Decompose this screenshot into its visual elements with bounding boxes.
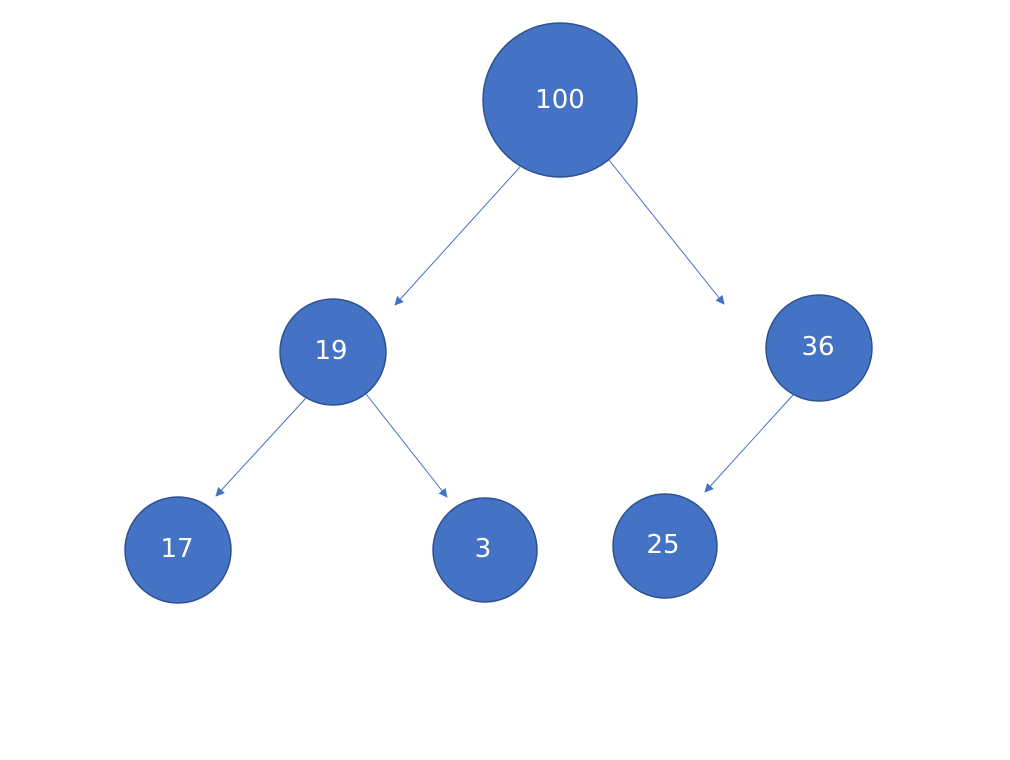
node-label: 17 — [160, 534, 193, 564]
node-36: 36 — [765, 294, 873, 402]
node-label: 25 — [646, 530, 679, 560]
edge-19-to-3 — [365, 393, 448, 498]
node-3: 3 — [432, 497, 538, 603]
node-25: 25 — [612, 493, 718, 599]
node-17: 17 — [124, 496, 232, 604]
node-100: 100 — [482, 22, 638, 178]
node-label: 100 — [535, 85, 585, 115]
node-label: 36 — [801, 332, 834, 362]
edge-19-to-17 — [215, 397, 307, 497]
node-label: 3 — [475, 534, 492, 564]
edge-36-to-25 — [704, 394, 794, 493]
tree-edges — [215, 159, 794, 498]
edge-100-to-36 — [608, 159, 725, 305]
node-label: 19 — [314, 336, 347, 366]
node-19: 19 — [279, 298, 387, 406]
tree-nodes: 100 19 36 17 3 25 — [124, 22, 873, 604]
edge-100-to-19 — [394, 166, 521, 306]
